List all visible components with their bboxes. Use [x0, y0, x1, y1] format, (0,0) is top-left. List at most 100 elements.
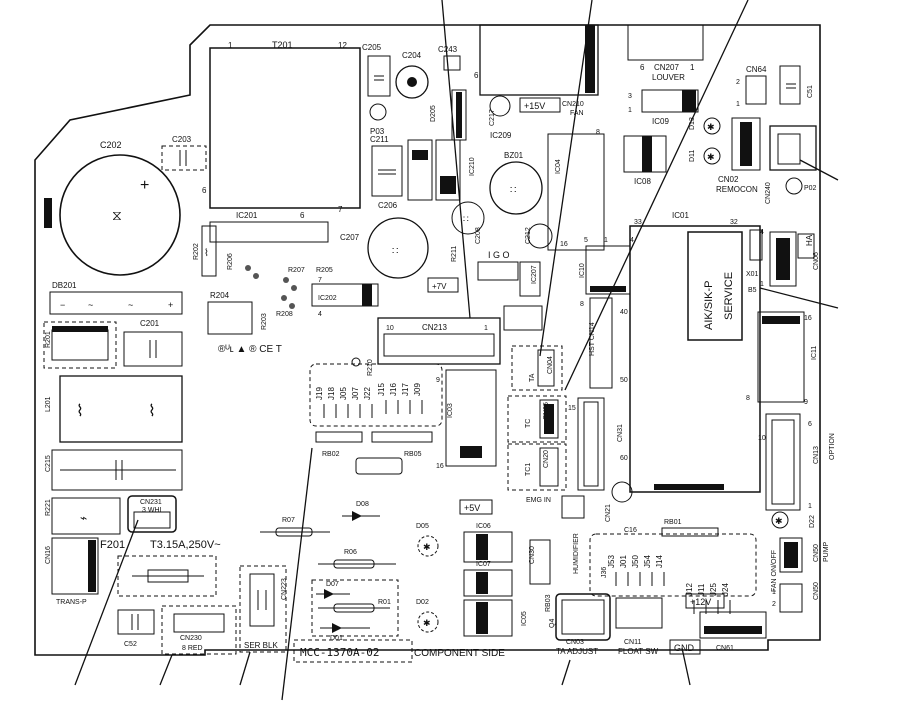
led-d11: ✱ [703, 117, 721, 135]
label-fuse-ref: F201 [100, 539, 125, 551]
svg-text:−: − [60, 300, 65, 310]
svg-text:CN05: CN05 [543, 402, 550, 420]
board-part-number: MCC-1370A-02 [293, 639, 413, 663]
capacitor-c212: C212 [525, 223, 553, 249]
buzzer-bz01: ∷ BZ01 [489, 151, 543, 215]
label-gnd: GND [669, 639, 701, 655]
label-rb02: RB02 [322, 451, 340, 458]
svg-text:✱: ✱ [775, 516, 783, 526]
jumper-label: J12 [685, 583, 694, 596]
label-l201: L201 [45, 396, 52, 412]
label-trans-p: TRANS-P [56, 599, 87, 606]
svg-text:C206: C206 [378, 201, 398, 210]
label-c217: C217 [489, 109, 496, 126]
pin-2-cn64: 2 [736, 79, 740, 86]
label-c215: C215 [45, 455, 52, 472]
label-c243: C243 [438, 45, 458, 54]
label-ic201: IC201 [236, 211, 258, 220]
svg-text:⌇: ⌇ [204, 248, 209, 259]
svg-text:∷: ∷ [463, 214, 469, 224]
jumper-label: J54 [643, 555, 652, 568]
jumper-label: J01 [619, 555, 628, 568]
svg-text:60: 60 [620, 455, 628, 462]
mcu-ic01: IC01 33 32 50 60 [620, 211, 761, 493]
svg-text:R01: R01 [378, 599, 391, 606]
connector-cn223: CN223 SER BLK [239, 565, 288, 653]
connector-cn11: CN11 FLOAT SW [615, 597, 663, 656]
svg-text:6: 6 [640, 63, 645, 72]
resistor-r01: R01 [318, 599, 391, 613]
svg-text:D07: D07 [326, 581, 339, 588]
svg-text:1: 1 [690, 63, 695, 72]
svg-text:AIK/SIK-P: AIK/SIK-P [703, 280, 715, 330]
svg-text:+15V: +15V [524, 101, 545, 111]
svg-text:R06: R06 [344, 549, 357, 556]
label-c201: C201 [140, 319, 160, 328]
diode-d07: D07 [316, 581, 350, 599]
svg-text:✱: ✱ [707, 122, 715, 132]
svg-text:MCC-1370A-02: MCC-1370A-02 [300, 646, 379, 659]
capacitor-c204: C204 [395, 51, 429, 99]
label-c52: C52 [124, 641, 137, 648]
label-cn13: CN13 [813, 446, 820, 464]
label-emg-in: EMG IN [526, 497, 551, 504]
led-d22: ✱ D22 [771, 511, 816, 529]
label-cn30: CN30 [529, 546, 536, 564]
pin-8-ic11: 8 [746, 395, 750, 402]
label-fan: FAN [570, 110, 584, 117]
svg-text:C212: C212 [525, 227, 532, 244]
label-rb05: RB05 [404, 451, 422, 458]
svg-text:12: 12 [338, 41, 347, 50]
pin-16-ic11: 16 [804, 315, 812, 322]
label-c207: C207 [340, 233, 360, 242]
svg-text:✱: ✱ [423, 618, 431, 628]
pin-6-ic201: 6 [300, 211, 305, 220]
pin-6-cn210: 6 [474, 71, 479, 80]
svg-text:⧖: ⧖ [112, 207, 122, 223]
jumper-label: J07 [351, 387, 360, 400]
label-rb01: RB01 [664, 519, 682, 526]
pin-1-ic09: 1 [628, 107, 632, 114]
label-cn60: CN50 [813, 544, 820, 562]
jumper-label: J53 [607, 555, 616, 568]
svg-text:1: 1 [228, 41, 233, 50]
label-r211: R211 [451, 246, 458, 262]
svg-text:4: 4 [760, 229, 764, 236]
svg-text:CN20: CN20 [543, 450, 550, 468]
label-p02: P02 [804, 185, 817, 192]
board-outline [34, 24, 821, 656]
svg-text:10: 10 [386, 325, 394, 332]
svg-text:CN06: CN06 [813, 252, 820, 270]
svg-text:CN213: CN213 [422, 323, 447, 332]
svg-text:D05: D05 [416, 523, 429, 530]
label-option: OPTION [829, 433, 836, 460]
label-c211: C211 [370, 135, 389, 144]
label-cn61: CN61 [716, 645, 734, 652]
svg-text:CN231: CN231 [140, 499, 162, 506]
pin-8-ic10: 8 [580, 301, 584, 308]
label-rb03: RB03 [545, 594, 552, 612]
svg-text:CN230: CN230 [180, 635, 202, 642]
jumper-label: J24 [721, 583, 730, 596]
jumper-label: J22 [363, 387, 372, 400]
label-r207: R207 [288, 267, 305, 274]
svg-text:~: ~ [128, 300, 133, 310]
jumper-label: J05 [339, 387, 348, 400]
svg-text:1: 1 [484, 325, 488, 332]
connector-cn03-ta-adjust: CN03 TA ADJUST [555, 593, 611, 656]
pin-3-ic09: 3 [628, 93, 632, 100]
label-j36: J36 [601, 567, 608, 578]
svg-text:TA: TA [529, 373, 536, 382]
label-humidifier: HUMIDIFIER [573, 533, 580, 574]
resistor-r07: R07 [260, 517, 330, 537]
svg-text:C204: C204 [402, 51, 422, 60]
label-cn14: HST CN14 [589, 322, 596, 356]
pin-1-ic10: 1 [604, 237, 608, 244]
svg-text:6: 6 [202, 186, 207, 195]
svg-text:DB201: DB201 [52, 281, 77, 290]
label-c51: C51 [807, 85, 814, 98]
svg-text:FLOAT SW: FLOAT SW [618, 647, 659, 656]
label-d205: D205 [430, 105, 437, 122]
connector-cn213: 10 CN213 1 [377, 317, 501, 365]
label-pump: PUMP [823, 541, 830, 562]
